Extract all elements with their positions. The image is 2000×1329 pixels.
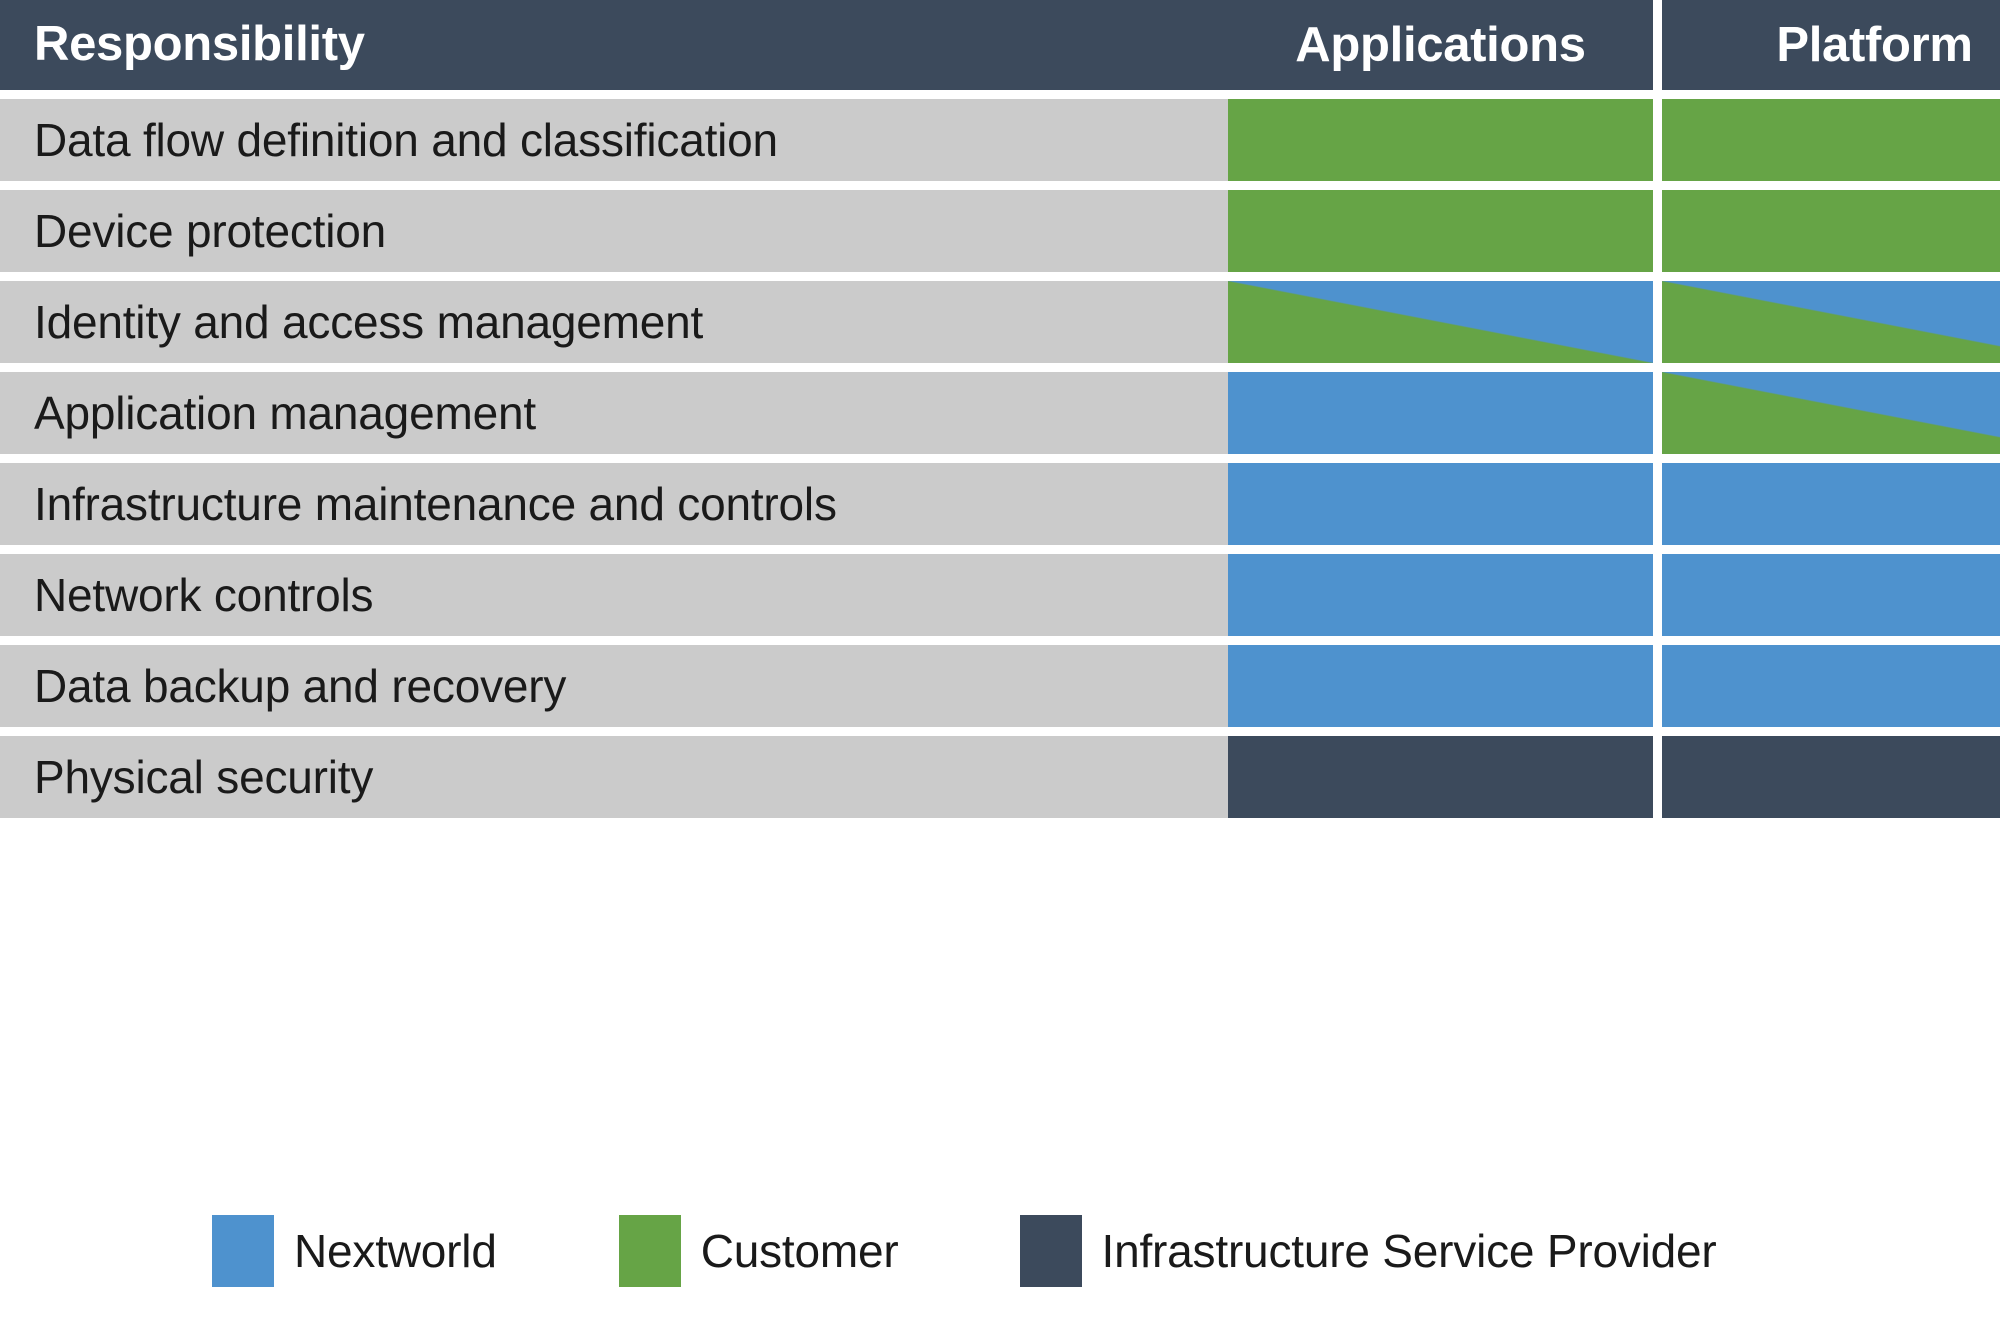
row-label-text: Infrastructure maintenance and controls (34, 477, 837, 530)
row-label-text: Data flow definition and classification (34, 113, 778, 166)
table-row: Physical security (0, 736, 2000, 818)
legend-item-customer: Customer (618, 1215, 899, 1287)
cell-platform (1662, 554, 2000, 636)
table-row: Network controls (0, 554, 2000, 636)
column-header-applications: Applications (1228, 0, 1653, 90)
cell-platform (1662, 281, 2000, 363)
responsibility-matrix-table: Responsibility Applications Platform Dat… (0, 0, 2000, 818)
legend-label: Customer (700, 1225, 899, 1277)
legend-swatch-icon (1019, 1215, 1082, 1287)
cell-platform (1662, 736, 2000, 818)
column-header-platform-label: Platform (1776, 18, 1973, 72)
cell-platform (1662, 190, 2000, 272)
cell-applications (1228, 99, 1653, 181)
row-label: Device protection (0, 190, 1228, 272)
column-header-applications-label: Applications (1295, 18, 1586, 72)
table-header-row: Responsibility Applications Platform (0, 0, 2000, 90)
cell-platform (1662, 99, 2000, 181)
cell-platform (1662, 372, 2000, 454)
legend-swatch-icon (212, 1215, 274, 1287)
cell-platform (1662, 645, 2000, 727)
legend: Nextworld Customer Infrastructure Servic… (0, 1215, 2000, 1287)
table-row: Application management (0, 372, 2000, 454)
row-label-text: Application management (34, 386, 536, 439)
row-label: Data flow definition and classification (0, 99, 1228, 181)
row-label: Data backup and recovery (0, 645, 1228, 727)
cell-platform (1662, 463, 2000, 545)
row-label: Network controls (0, 554, 1228, 636)
row-label: Identity and access management (0, 281, 1228, 363)
row-label: Application management (0, 372, 1228, 454)
row-label: Physical security (0, 736, 1228, 818)
column-header-platform: Platform (1662, 0, 2000, 90)
cell-applications (1228, 281, 1653, 363)
cell-applications (1228, 554, 1653, 636)
table-row: Identity and access management (0, 281, 2000, 363)
row-label-text: Device protection (34, 204, 386, 257)
row-label-text: Identity and access management (34, 295, 704, 348)
column-header-responsibility: Responsibility (0, 0, 1228, 90)
row-label-text: Physical security (34, 750, 374, 803)
legend-label: Infrastructure Service Provider (1101, 1225, 1717, 1277)
legend-label: Nextworld (294, 1225, 497, 1277)
row-label: Infrastructure maintenance and controls (0, 463, 1228, 545)
cell-applications (1228, 463, 1653, 545)
cell-applications (1228, 736, 1653, 818)
legend-swatch-icon (618, 1215, 681, 1287)
cell-applications (1228, 645, 1653, 727)
table-row: Infrastructure maintenance and controls (0, 463, 2000, 545)
cell-applications (1228, 190, 1653, 272)
cell-applications (1228, 372, 1653, 454)
table-row: Data flow definition and classification (0, 99, 2000, 181)
column-header-responsibility-label: Responsibility (34, 17, 365, 72)
table-row: Data backup and recovery (0, 645, 2000, 727)
table-row: Device protection (0, 190, 2000, 272)
row-label-text: Data backup and recovery (34, 659, 567, 712)
legend-item-infrastructure-service-provider: Infrastructure Service Provider (1019, 1215, 1717, 1287)
legend-item-nextworld: Nextworld (212, 1215, 497, 1287)
row-label-text: Network controls (34, 568, 374, 621)
